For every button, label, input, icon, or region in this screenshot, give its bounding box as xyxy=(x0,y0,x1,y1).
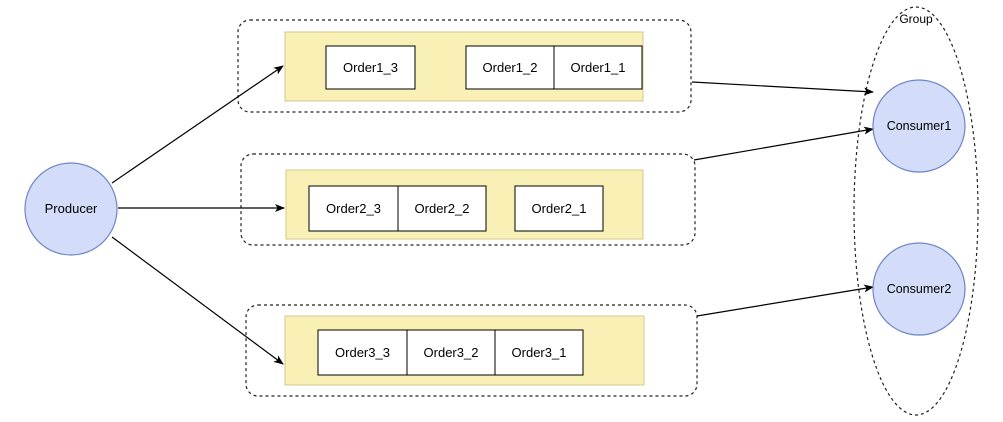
group-boundary xyxy=(853,6,979,416)
edge-producer-queue-3 xyxy=(111,236,284,365)
queue-3-border xyxy=(245,304,698,397)
message-order1-1 xyxy=(553,45,643,90)
message-order2-1 xyxy=(514,185,604,232)
queue-1: Order1_3 Order1_2 Order1_1 xyxy=(237,19,692,113)
consumer2-circle xyxy=(872,242,966,336)
message-order2-2-label: Order2_2 xyxy=(415,201,470,216)
message-order2-1-label: Order2_1 xyxy=(532,201,587,216)
message-order3-1 xyxy=(494,329,584,376)
queue-2-border xyxy=(240,153,696,246)
consumer-edges xyxy=(691,81,874,317)
edge-queue-1-consumer1 xyxy=(691,81,874,96)
message-order3-3 xyxy=(317,329,408,376)
consumer2-node: Consumer2 xyxy=(872,242,966,336)
message-order3-1-label: Order3_1 xyxy=(512,345,567,360)
message-order2-2 xyxy=(397,185,487,232)
consumer1-node: Consumer1 xyxy=(872,79,966,173)
group-label: Group xyxy=(899,12,933,26)
producer-circle xyxy=(24,162,118,256)
message-order3-2 xyxy=(406,329,496,376)
queue-2: Order2_3 Order2_2 Order2_1 xyxy=(240,153,696,246)
consumer2-label: Consumer2 xyxy=(887,282,952,296)
queue-1-border xyxy=(237,19,692,113)
producer-edges xyxy=(111,65,285,365)
message-order1-3 xyxy=(325,45,416,90)
message-order3-2-label: Order3_2 xyxy=(424,345,479,360)
queue-3: Order3_3 Order3_2 Order3_1 xyxy=(245,304,698,397)
consumer1-circle xyxy=(872,79,966,173)
edge-producer-queue-1 xyxy=(111,65,284,184)
message-order2-3-label: Order2_3 xyxy=(326,201,381,216)
message-order1-2-label: Order1_2 xyxy=(483,60,538,75)
message-order1-3-label: Order1_3 xyxy=(343,60,398,75)
message-order1-2 xyxy=(465,45,555,90)
producer-label: Producer xyxy=(45,201,98,216)
message-order3-3-label: Order3_3 xyxy=(335,345,390,360)
producer-node: Producer xyxy=(24,162,118,256)
edge-queue-3-consumer2 xyxy=(696,284,874,317)
consumer1-label: Consumer1 xyxy=(887,119,952,133)
consumer-group: Group xyxy=(853,6,979,416)
message-order1-1-label: Order1_1 xyxy=(571,60,626,75)
edge-queue-2-consumer1 xyxy=(693,126,874,161)
message-order2-3 xyxy=(308,185,399,232)
